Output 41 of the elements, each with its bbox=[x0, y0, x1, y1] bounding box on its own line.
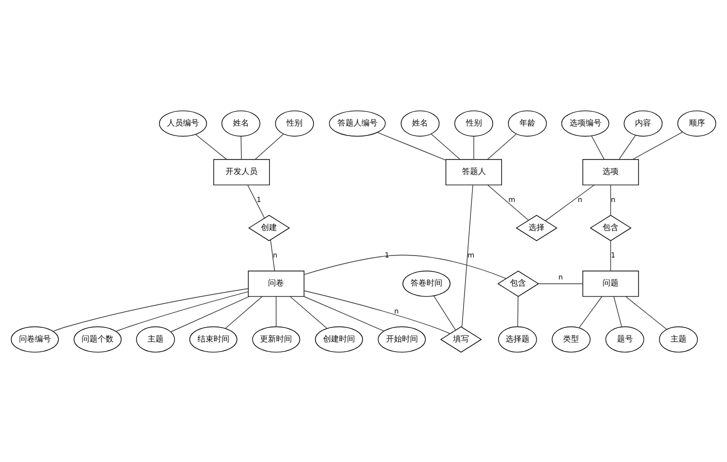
connector bbox=[578, 296, 602, 328]
connector bbox=[487, 184, 529, 220]
connector bbox=[610, 240, 612, 271]
connector bbox=[591, 135, 604, 160]
edge-label: n bbox=[578, 194, 582, 204]
connector bbox=[433, 295, 456, 330]
edge-label: m bbox=[508, 194, 516, 204]
connector bbox=[254, 133, 284, 160]
connector bbox=[276, 296, 277, 327]
connector bbox=[116, 290, 249, 332]
connector bbox=[487, 133, 517, 160]
edge-label: 1 bbox=[256, 194, 262, 204]
connector bbox=[473, 136, 474, 160]
connector bbox=[247, 184, 265, 218]
connector bbox=[632, 131, 683, 160]
connector bbox=[625, 296, 667, 330]
connector bbox=[270, 239, 275, 271]
connector bbox=[304, 290, 450, 334]
edge-label: m bbox=[468, 250, 474, 260]
connector bbox=[430, 133, 460, 160]
connector bbox=[517, 296, 518, 327]
connector bbox=[613, 296, 622, 327]
connector bbox=[304, 296, 384, 331]
connector bbox=[618, 134, 636, 160]
edge-label: n bbox=[558, 272, 563, 281]
connector bbox=[240, 136, 242, 160]
connector bbox=[610, 184, 612, 216]
connector bbox=[195, 134, 227, 160]
connector bbox=[52, 288, 248, 332]
connector bbox=[377, 132, 446, 160]
connector bbox=[304, 254, 506, 278]
connector bbox=[538, 282, 584, 284]
connector bbox=[290, 296, 328, 328]
connector bbox=[170, 296, 250, 332]
edge-label: n bbox=[394, 306, 399, 315]
edge-label: 1 bbox=[610, 250, 616, 260]
connector bbox=[462, 184, 474, 328]
edge-label: n bbox=[272, 250, 278, 260]
connector bbox=[545, 184, 595, 221]
connector bbox=[225, 296, 263, 328]
edge-label: n bbox=[610, 194, 616, 204]
